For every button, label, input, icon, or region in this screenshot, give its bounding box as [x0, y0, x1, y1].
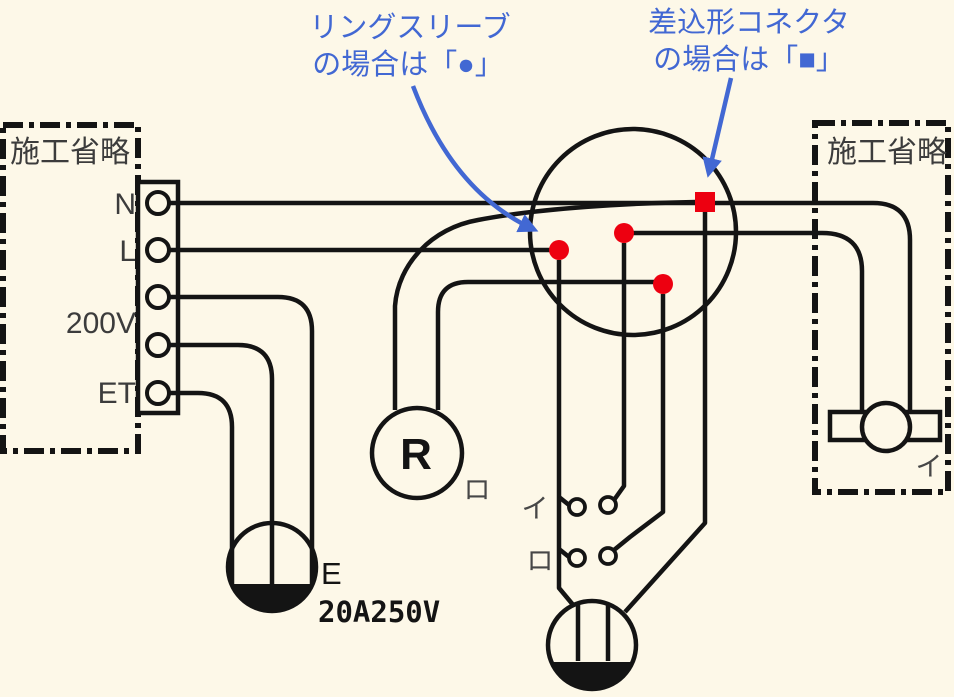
lamp-receptacle-symbol: R — [400, 430, 432, 479]
push-connector-note-line1: 差込形コネクタ — [648, 6, 850, 39]
wire-stub-switch-i — [557, 495, 571, 507]
ring-sleeve-dot-3 — [653, 274, 673, 294]
right-lamp-circuit-label: イ — [916, 452, 943, 482]
wire-lamp-i-feed — [633, 230, 865, 412]
wire-earth — [169, 390, 235, 584]
push-connector-note-line2: の場合は「■」 — [653, 43, 845, 76]
ring-sleeve-dot-1 — [549, 240, 569, 260]
wire-neutral — [169, 200, 913, 413]
left-omitted-label: 施工省略 — [10, 136, 130, 169]
wire-switch-i-output — [612, 243, 627, 502]
terminal-et — [145, 380, 171, 406]
outlet-earth-label: E — [321, 556, 342, 591]
terminal-label-n: N — [114, 188, 136, 221]
outlet-200v-fill — [231, 584, 313, 612]
terminal-label-et: ET — [98, 377, 136, 410]
switch-i-label: イ — [522, 494, 549, 524]
wire-200v-line2 — [169, 342, 275, 584]
terminal-n — [145, 190, 171, 216]
ring-sleeve-note-line1: リングスリーブ — [309, 11, 510, 44]
switch-ro-label: ロ — [527, 546, 554, 576]
switch-ro-pole-left — [567, 548, 587, 568]
switch-ro-pole-right — [598, 546, 618, 566]
terminal-l — [145, 237, 171, 263]
switch-i-pole-left — [567, 497, 587, 517]
ring-sleeve-dot-2 — [614, 223, 634, 243]
lamp-receptacle-circle — [369, 405, 465, 501]
ring-sleeve-arrow — [410, 85, 539, 233]
push-connector-square — [695, 192, 715, 212]
wire-live-drop — [556, 260, 576, 608]
outlet-100v-fill — [551, 662, 633, 690]
wire-switch-ro-output — [612, 294, 666, 552]
right-lamp-circle — [859, 400, 913, 454]
terminal-200v-2 — [145, 332, 171, 358]
terminal-label-l: L — [119, 235, 136, 268]
terminal-200v-1 — [145, 284, 171, 310]
ring-sleeve-note-line2: の場合は「●」 — [312, 48, 504, 81]
right-omitted-box — [812, 120, 951, 495]
terminal-label-200v: 200V — [66, 307, 136, 340]
switch-i-pole-right — [598, 495, 618, 515]
wire-receptacle-neutral-arc — [392, 199, 697, 410]
push-connector-arrow — [702, 77, 734, 178]
wire-outlet-neutral-drop — [623, 212, 708, 614]
right-omitted-label: 施工省略 — [827, 136, 947, 169]
lamp-receptacle-circuit-label: ロ — [464, 475, 491, 505]
wire-receptacle-switched — [435, 279, 655, 410]
wire-200v-line1 — [169, 294, 315, 584]
outlet-rating-label: 20A250V — [318, 595, 440, 629]
wire-stub-switch-ro — [557, 547, 571, 559]
